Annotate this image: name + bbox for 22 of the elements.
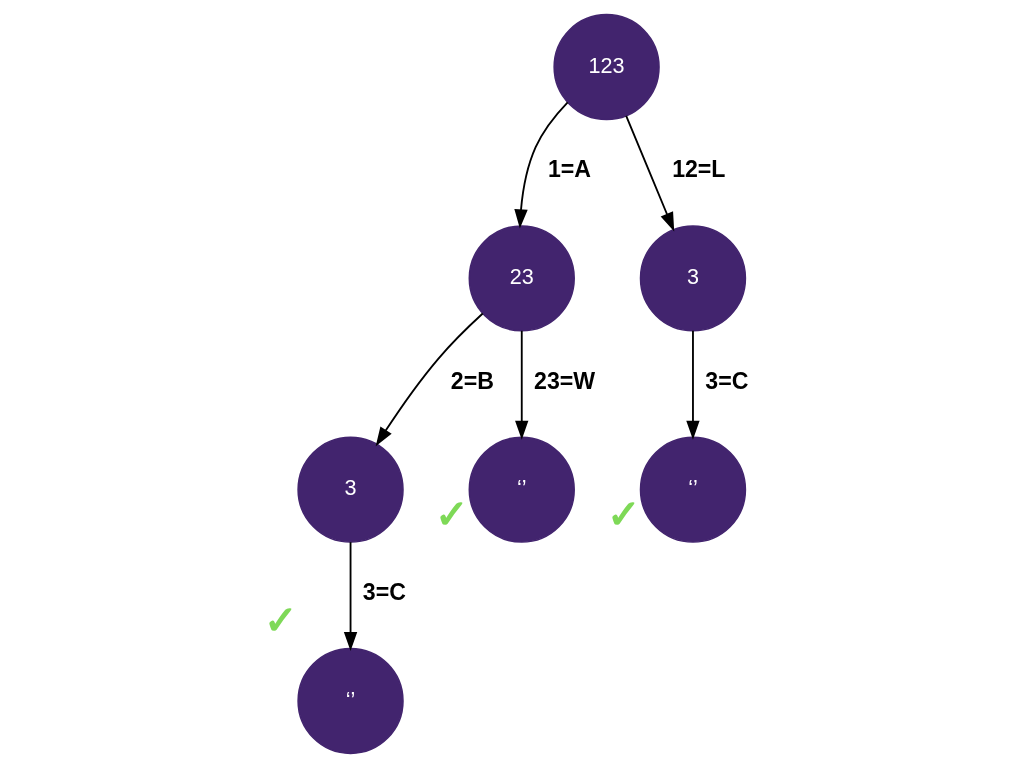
node-circle: 123 <box>552 13 660 121</box>
node-label: ✓ <box>434 491 469 536</box>
edge-label: 3=C <box>362 578 406 605</box>
edge-label: 12=L <box>671 156 725 183</box>
arrow <box>685 329 700 440</box>
edge-label: 23=W <box>533 367 595 394</box>
edge-label: 2=B <box>450 367 494 394</box>
node-circle: ‘’ <box>296 647 404 755</box>
node-circle: 3 <box>296 436 404 543</box>
edge-label: 3=C <box>704 367 748 394</box>
node-circle: 23 <box>468 225 575 332</box>
arrow <box>343 541 357 652</box>
arrow <box>514 329 528 440</box>
edge-label: 1=A <box>547 156 591 183</box>
node-circle: ‘’ <box>468 436 575 543</box>
arrow <box>624 114 674 232</box>
arrow <box>513 101 569 229</box>
arrow <box>375 312 484 447</box>
node-label: ✓ <box>606 491 641 536</box>
node-circle: 3 <box>639 225 746 332</box>
node-label: ✓ <box>263 598 298 643</box>
node-circle: ‘’ <box>639 436 746 543</box>
